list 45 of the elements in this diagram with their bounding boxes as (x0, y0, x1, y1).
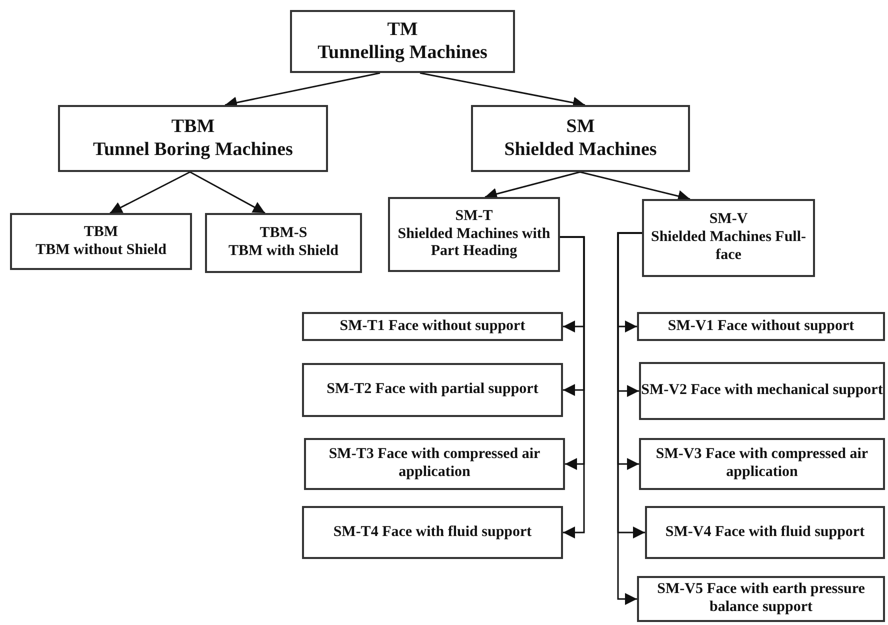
node-title: SM-T3 Face with compressed air application (328, 446, 542, 482)
arrow (617, 232, 642, 605)
node-title: SM-V2 Face with mechanical support (641, 382, 883, 400)
node-code: SM-V (709, 211, 748, 230)
process-box (637, 312, 885, 341)
node-title: Tunnel Boring Machines (93, 138, 293, 161)
node-title: Tunnelling Machines (318, 42, 488, 64)
node-title: SM-V1 Face without support (668, 318, 854, 336)
node-title: TBM with Shield (228, 243, 339, 261)
process-box (302, 506, 563, 559)
arrow (560, 236, 585, 538)
node-title: SM-V3 Face with compressed air application (654, 446, 870, 482)
process-box (645, 506, 885, 559)
node-code: SM (566, 116, 595, 138)
arrow (484, 171, 580, 200)
process-box (10, 213, 192, 270)
process-box (388, 197, 560, 272)
arrow (580, 171, 690, 202)
node-title: Shielded Machines Full-face (650, 229, 808, 265)
arrow (190, 171, 266, 214)
process-box (642, 199, 815, 277)
process-box (58, 105, 328, 172)
node-title: SM-T2 Face with partial support (326, 381, 538, 399)
node-code: TM (387, 19, 418, 42)
process-box (205, 213, 362, 273)
node-code: SM-T (455, 208, 493, 226)
process-box (471, 105, 690, 172)
node-title: Shielded Machines with Part Heading (396, 226, 552, 262)
process-box (639, 438, 885, 490)
process-box (639, 362, 885, 420)
node-code: TBM-S (260, 225, 308, 243)
arrow (110, 171, 190, 214)
node-title: TBM without Shield (36, 242, 166, 260)
node-title: SM-T1 Face without support (340, 318, 526, 336)
node-code: TBM (84, 224, 118, 242)
node-title: SM-T4 Face with fluid support (333, 524, 532, 542)
node-title: SM-V5 Face with earth pressure balance support (656, 581, 866, 617)
process-box (637, 576, 885, 622)
node-code: TBM (171, 116, 215, 138)
node-title: SM-V4 Face with fluid support (665, 524, 865, 542)
process-box (302, 312, 563, 341)
process-box (304, 438, 565, 490)
node-title: Shielded Machines (504, 138, 657, 161)
process-box (290, 10, 515, 73)
process-box (302, 363, 563, 417)
